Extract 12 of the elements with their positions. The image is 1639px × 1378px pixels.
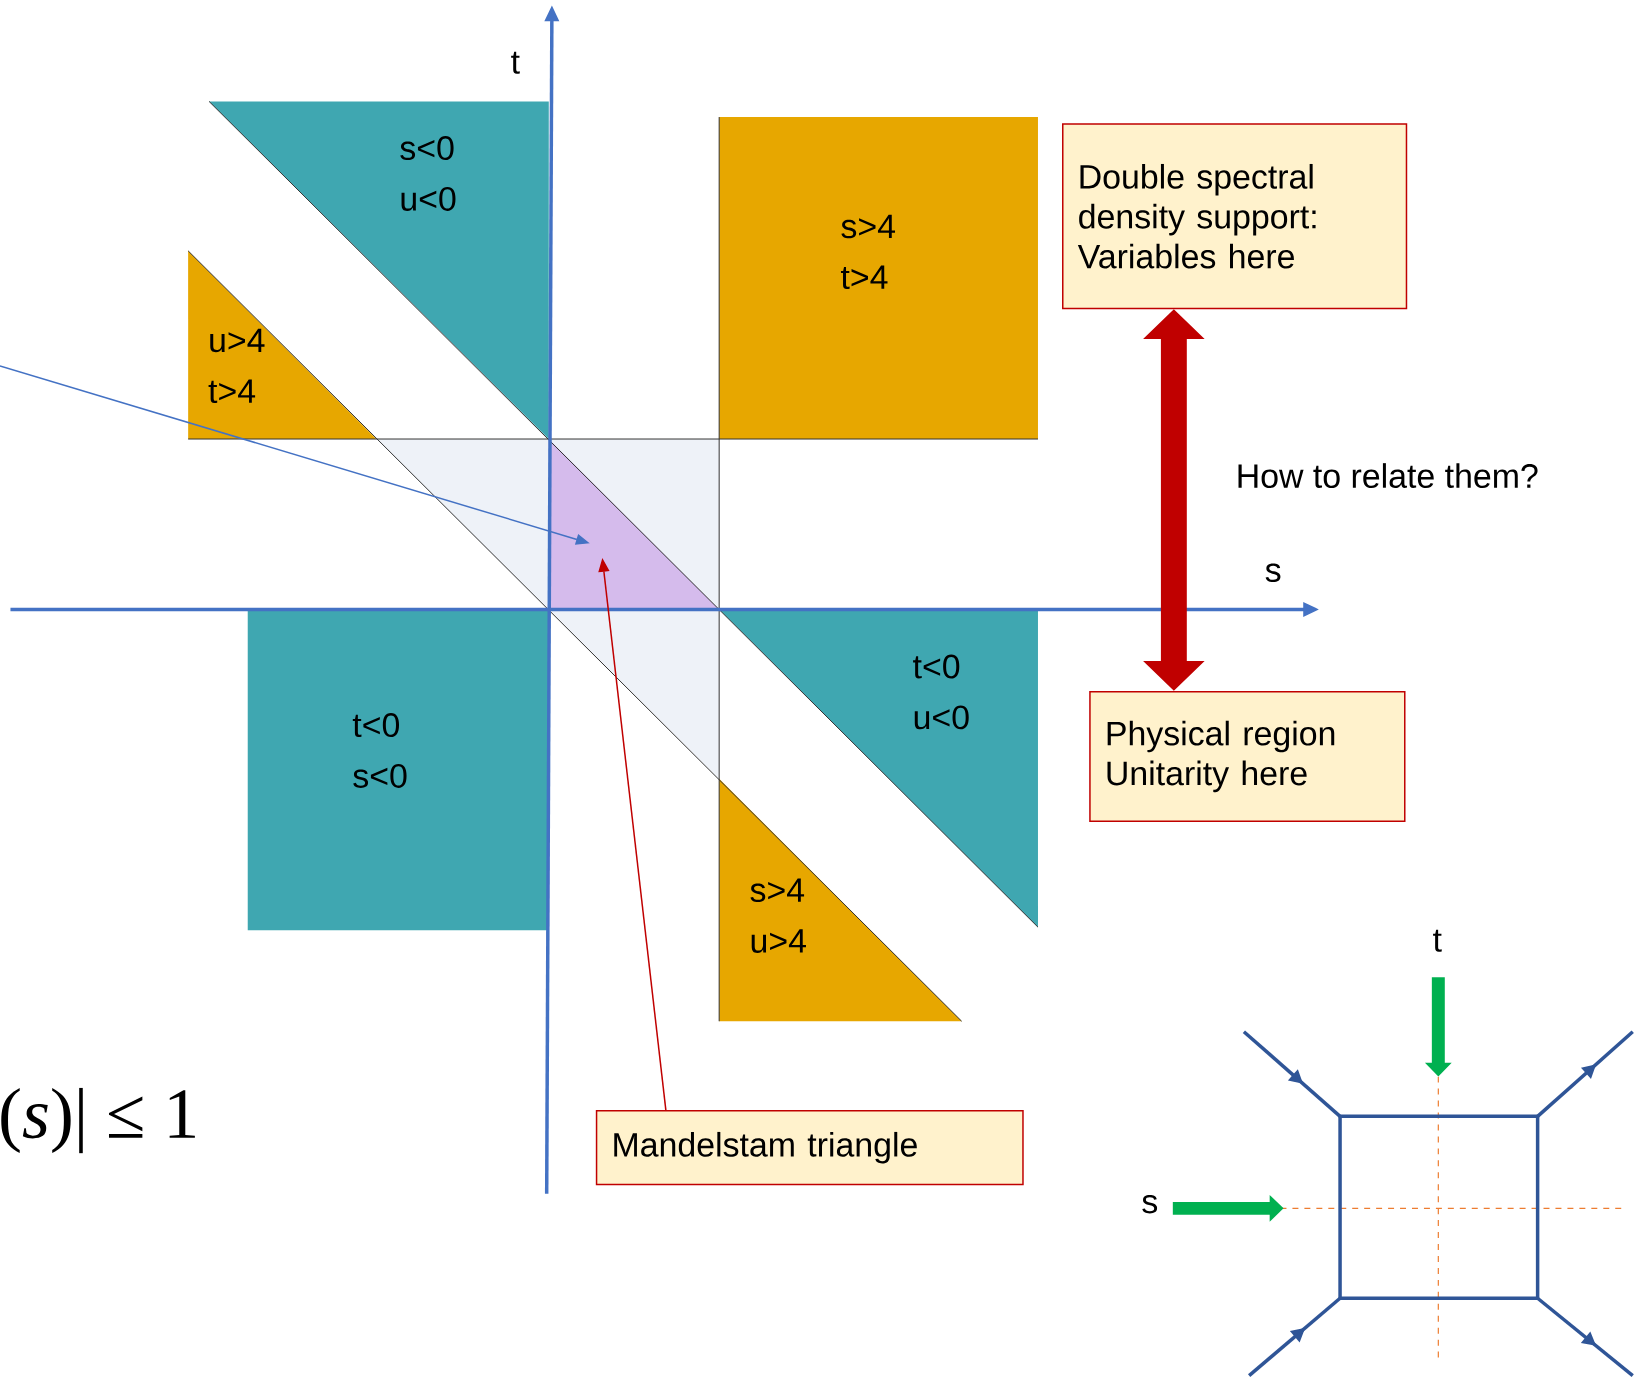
text-box: Double spectral density support: Variables here xyxy=(1062,123,1408,310)
channel-label: s xyxy=(1142,1195,1158,1214)
region: s>4 t>4 xyxy=(719,117,1038,440)
text-box: Mandelstam triangle xyxy=(595,1110,1024,1186)
region: u>4 t>4 xyxy=(188,251,377,440)
formula-text: (s)| ≤ 1 xyxy=(1,1088,195,1154)
region: t<0 s<0 xyxy=(247,609,549,931)
channel-label: t xyxy=(1433,929,1442,952)
region: s>4 u>4 xyxy=(719,778,962,1022)
question-text: How to relate them? xyxy=(1238,463,1538,489)
axis-label: s xyxy=(1265,563,1281,583)
text-box: Physical region Unitarity here xyxy=(1089,691,1406,823)
